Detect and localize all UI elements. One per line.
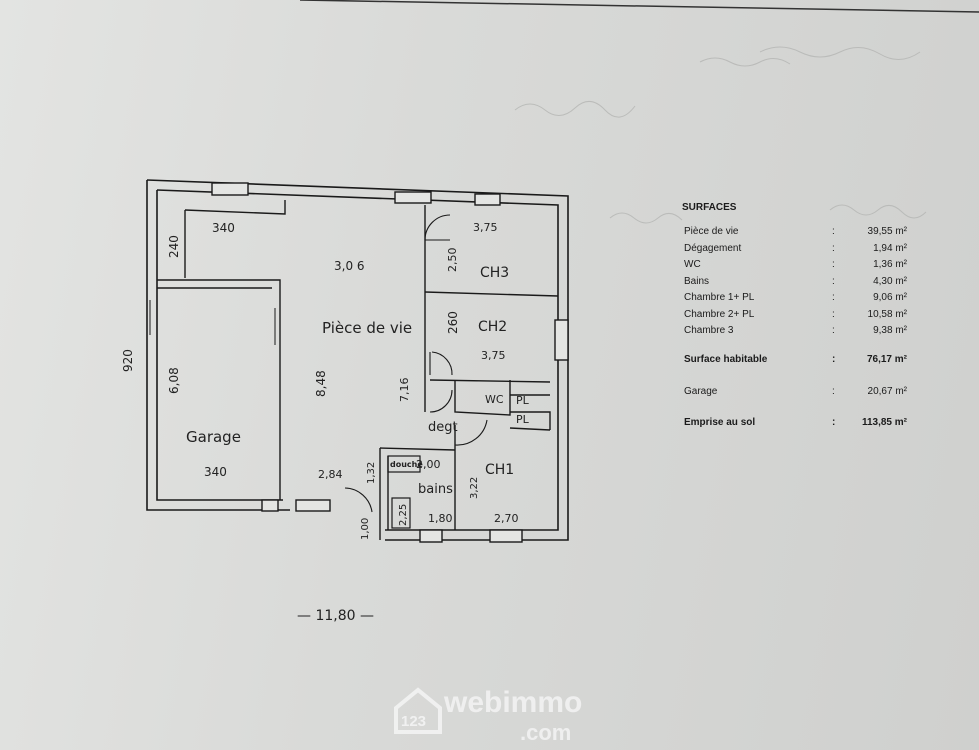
surface-separator: : <box>832 292 835 303</box>
surface-value: 9,06 m² <box>873 292 907 303</box>
dim-340-top: 340 <box>212 221 235 235</box>
surface-label: Garage <box>684 386 718 397</box>
surface-separator: : <box>832 275 835 287</box>
room-label-ch3: CH3 <box>480 265 509 281</box>
bath-fixtures <box>387 455 421 529</box>
surface-value: 39,55 m² <box>867 226 907 237</box>
dim-180: 1,80 <box>428 512 453 525</box>
surface-row-emprise: Emprise au sol : 113,85 m² <box>682 417 922 434</box>
surface-row-wc: WC : 1,36 m² <box>682 259 922 276</box>
dim-270: 2,70 <box>494 512 519 525</box>
surface-row-garage: Garage : 20,67 m² <box>682 386 922 403</box>
surface-value: 20,67 m² <box>867 386 907 397</box>
surface-value: 10,58 m² <box>867 308 907 320</box>
watermark-tld: .com <box>520 720 572 745</box>
surfaces-title: SURFACES <box>682 202 737 213</box>
webimmo-watermark: 123 webimmo .com <box>392 684 592 745</box>
dim-608: 6,08 <box>167 367 181 394</box>
surface-label: Emprise au sol <box>684 416 756 428</box>
room-label-bains: bains <box>418 482 453 497</box>
surface-separator: : <box>832 325 835 336</box>
surface-value: 76,17 m² <box>866 353 907 365</box>
dim-132: 1,32 <box>366 462 377 484</box>
surface-row-bains: Bains : 4,30 m² <box>682 276 922 293</box>
surface-label: Chambre 1+ PL <box>684 292 755 303</box>
surface-value: 9,38 m² <box>873 325 907 336</box>
dim-260: 260 <box>446 311 460 334</box>
surface-separator: : <box>832 353 836 365</box>
surface-label: WC <box>684 259 701 270</box>
dim-100: 1,00 <box>360 518 371 540</box>
surface-row-chambre-2: Chambre 2+ PL : 10,58 m² <box>682 309 922 326</box>
dim-716: 7,16 <box>398 378 411 403</box>
watermark-name: webimmo <box>444 686 583 719</box>
dim-225: 2,25 <box>398 504 409 526</box>
surface-value: 113,85 m² <box>861 416 907 428</box>
surface-label: Surface habitable <box>684 353 768 365</box>
surface-row-chambre-3: Chambre 3 : 9,38 m² <box>682 325 922 342</box>
surface-value: 1,36 m² <box>873 259 907 270</box>
garage-walls <box>149 200 286 500</box>
surface-row-piece-de-vie: Pièce de vie : 39,55 m² <box>682 226 922 243</box>
dim-240: 240 <box>167 235 181 258</box>
logo-number: 123 <box>401 713 426 730</box>
house-logo-icon: 123 <box>394 687 442 734</box>
room-label-wc: WC <box>485 393 504 406</box>
surface-row-degagement: Dégagement : 1,94 m² <box>682 243 922 260</box>
room-label-degt: degt <box>428 420 458 435</box>
exterior-walls <box>146 179 569 541</box>
dim-340-garage: 340 <box>204 465 227 479</box>
dim-284: 2,84 <box>318 468 343 481</box>
dim-1180: — 11,80 — <box>297 608 374 624</box>
dim-375-ch3: 3,75 <box>473 221 498 234</box>
room-label-living: Pièce de vie <box>322 319 412 337</box>
surface-separator: : <box>832 259 835 270</box>
surface-value: 4,30 m² <box>873 275 907 287</box>
dim-250: 2,50 <box>446 248 459 273</box>
dim-920: 920 <box>121 349 135 372</box>
door-swings <box>344 214 488 513</box>
windows <box>211 182 569 543</box>
sheet-top-line <box>299 0 979 13</box>
surface-separator: : <box>832 386 835 397</box>
surface-separator: : <box>832 416 836 428</box>
dim-200: 2,00 <box>416 458 441 471</box>
surface-label: Chambre 3 <box>684 325 734 336</box>
room-label-ch2: CH2 <box>478 319 507 335</box>
surface-separator: : <box>832 308 835 320</box>
room-label-pl-2: PL <box>516 413 530 426</box>
surface-label: Pièce de vie <box>684 226 739 237</box>
room-label-garage: Garage <box>186 428 241 446</box>
surface-value: 1,94 m² <box>873 242 907 254</box>
dim-848: 8,48 <box>314 370 328 397</box>
dim-375-ch2: 3,75 <box>481 349 506 362</box>
dim-306: 3,0 6 <box>334 259 365 273</box>
dim-322: 3,22 <box>469 477 480 499</box>
pencil-notes <box>514 46 927 224</box>
surface-label: Dégagement <box>684 242 742 254</box>
surface-label: Chambre 2+ PL <box>684 308 755 320</box>
surface-label: Bains <box>684 275 710 287</box>
surface-row-chambre-1: Chambre 1+ PL : 9,06 m² <box>682 292 922 309</box>
room-label-pl-1: PL <box>516 394 530 407</box>
surfaces-table: SURFACES Pièce de vie : 39,55 m² Dégagem… <box>682 202 922 433</box>
surface-row-habitable: Surface habitable : 76,17 m² <box>682 354 922 371</box>
room-label-ch1: CH1 <box>485 462 514 478</box>
surface-separator: : <box>832 226 835 237</box>
room-label-douche: douche <box>390 460 423 469</box>
surface-separator: : <box>832 242 835 254</box>
